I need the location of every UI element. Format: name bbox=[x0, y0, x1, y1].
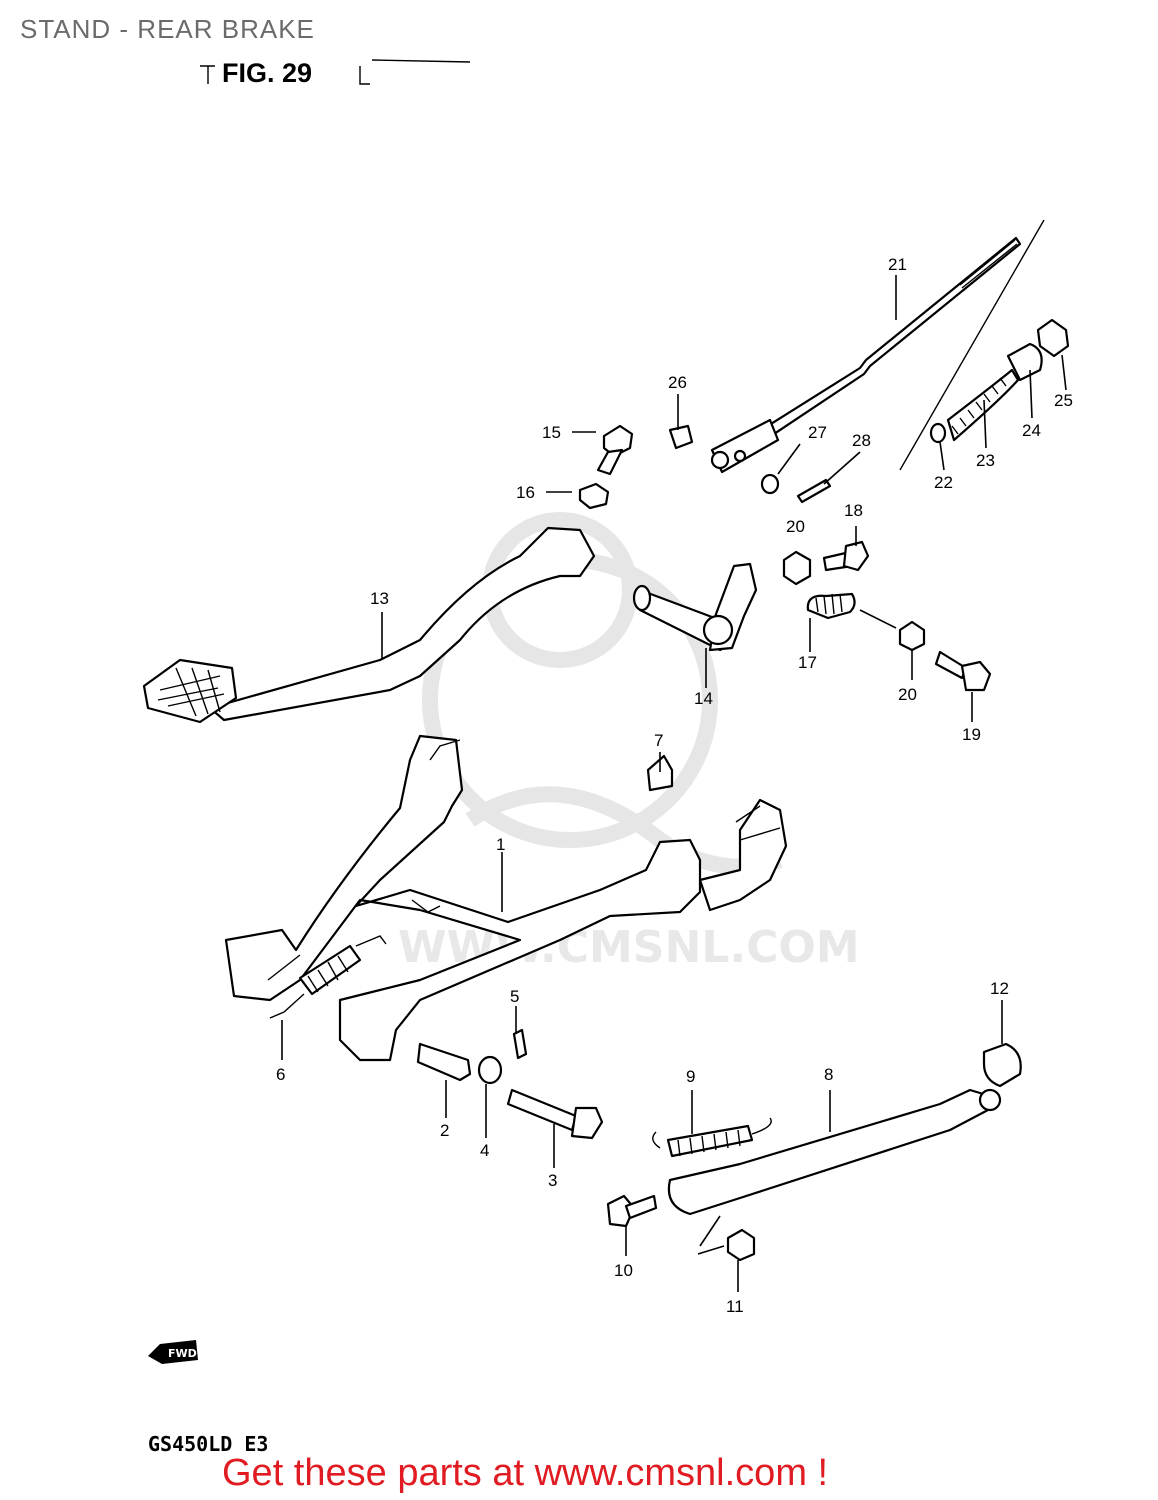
part-9-spring bbox=[652, 1117, 772, 1158]
part-14-shaft bbox=[632, 562, 758, 652]
part-13-brake-pedal bbox=[142, 526, 596, 724]
part-6-spring bbox=[269, 935, 387, 1019]
part-19-bolt bbox=[934, 650, 992, 692]
part-11-nut bbox=[726, 1228, 756, 1262]
part-21-brake-rod bbox=[710, 219, 1045, 474]
callout-24: 24 bbox=[1022, 421, 1041, 440]
part-12-rubber-cap bbox=[982, 1042, 1022, 1088]
header-marks bbox=[200, 59, 471, 85]
fwd-label: FWD bbox=[168, 1347, 197, 1360]
part-20-nut-lower bbox=[898, 620, 926, 652]
callout-2: 2 bbox=[440, 1121, 449, 1140]
callout-26: 26 bbox=[668, 373, 687, 392]
model-code: GS450LD E3 bbox=[148, 1432, 269, 1456]
part-1-center-stand bbox=[224, 734, 788, 1062]
part-10-bolt bbox=[606, 1194, 658, 1228]
callout-25: 25 bbox=[1054, 391, 1073, 410]
part-18-bolt bbox=[822, 540, 870, 572]
callout-20-upper: 20 bbox=[786, 517, 805, 536]
callout-4: 4 bbox=[480, 1141, 489, 1160]
part-26-pin bbox=[668, 424, 694, 450]
part-15-bolt bbox=[596, 424, 634, 476]
callout-14: 14 bbox=[694, 689, 713, 708]
callout-10: 10 bbox=[614, 1261, 633, 1280]
callout-11: 11 bbox=[726, 1297, 744, 1316]
part-20-nut-upper bbox=[782, 550, 812, 586]
parts-link[interactable]: Get these parts at www.cmsnl.com ! bbox=[222, 1452, 829, 1494]
callout-6: 6 bbox=[276, 1065, 285, 1084]
callout-27: 27 bbox=[808, 423, 827, 442]
callout-13: 13 bbox=[370, 589, 389, 608]
callout-5: 5 bbox=[510, 987, 519, 1006]
callout-7: 7 bbox=[654, 731, 663, 750]
part-17-spring bbox=[806, 592, 856, 620]
callout-9: 9 bbox=[686, 1067, 695, 1086]
part-8-side-stand bbox=[667, 1088, 1002, 1216]
part-5-clip bbox=[512, 1028, 528, 1060]
callout-leaders bbox=[281, 275, 1067, 1292]
part-3-bolt bbox=[506, 1088, 604, 1140]
part-27-washer bbox=[760, 473, 780, 495]
watermark: WWW.CMSNL.COM bbox=[398, 512, 860, 973]
callout-23: 23 bbox=[976, 451, 995, 470]
callout-28: 28 bbox=[852, 431, 871, 450]
callout-1: 1 bbox=[496, 835, 505, 854]
part-4-washer bbox=[477, 1055, 503, 1085]
callout-18: 18 bbox=[844, 501, 863, 520]
callout-3: 3 bbox=[548, 1171, 557, 1190]
part-28-cotter-pin bbox=[796, 478, 832, 504]
callout-20-lower: 20 bbox=[898, 685, 917, 704]
part-7-bump-stop bbox=[646, 754, 674, 792]
callout-12: 12 bbox=[990, 979, 1009, 998]
callout-19: 19 bbox=[962, 725, 981, 744]
callout-22: 22 bbox=[934, 473, 953, 492]
forward-direction-arrow: FWD bbox=[148, 1340, 198, 1364]
callout-8: 8 bbox=[824, 1065, 833, 1084]
part-16-nut bbox=[578, 482, 610, 510]
callout-numbers: 21 15 16 26 27 28 25 24 23 22 18 20 13 1… bbox=[276, 255, 1073, 1316]
part-2-bushing bbox=[416, 1042, 472, 1082]
part-22-25-spring-assembly bbox=[929, 318, 1070, 444]
callout-21: 21 bbox=[888, 255, 907, 274]
callout-17: 17 bbox=[798, 653, 817, 672]
page-title: STAND - REAR BRAKE bbox=[20, 14, 315, 44]
figure-label: FIG. 29 bbox=[222, 58, 313, 88]
callout-16: 16 bbox=[516, 483, 535, 502]
callout-15: 15 bbox=[542, 423, 561, 442]
